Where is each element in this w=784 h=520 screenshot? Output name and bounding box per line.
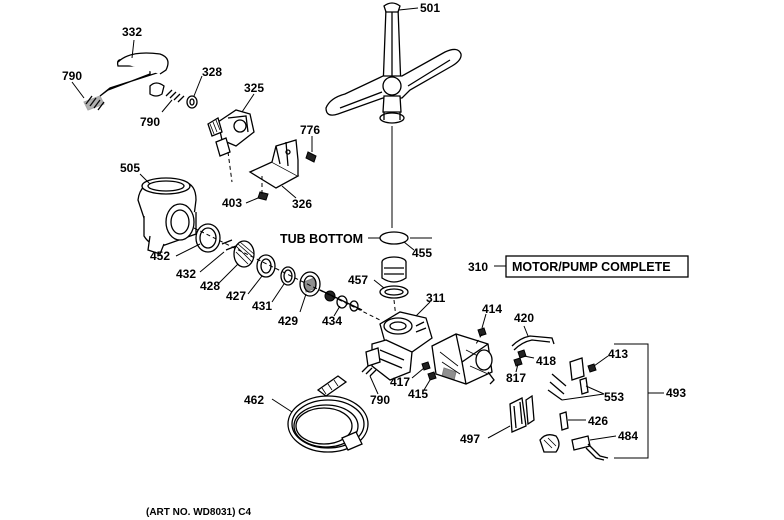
fasteners-417-415	[411, 361, 437, 391]
callout-418: 418	[536, 354, 556, 368]
callout-790b: 790	[140, 115, 160, 129]
callout-403: 403	[222, 196, 242, 210]
motor-pump-complete-box	[494, 255, 689, 278]
callout-505: 505	[120, 161, 140, 175]
callout-420: 420	[514, 311, 534, 325]
callout-462: 462	[244, 393, 264, 407]
callout-325: 325	[244, 81, 264, 95]
wire-harness-484	[571, 435, 617, 461]
fasteners-418-817	[513, 349, 535, 373]
ring-452	[175, 223, 221, 257]
art-number-caption: (ART NO. WD8031) C4	[146, 507, 251, 518]
spring-790a	[71, 81, 105, 111]
spray-arm-501	[325, 2, 462, 228]
screw-414	[475, 313, 487, 345]
valve-325	[207, 93, 255, 157]
bracket-497	[487, 394, 560, 453]
callout-455: 455	[412, 246, 432, 260]
tub-bottom-label: TUB BOTTOM	[280, 232, 363, 246]
motor	[431, 333, 495, 385]
callout-427: 427	[226, 289, 246, 303]
hose-420	[511, 325, 555, 351]
callout-432: 432	[176, 267, 196, 281]
callout-790c: 790	[370, 393, 390, 407]
callout-484: 484	[618, 429, 638, 443]
housing-505	[137, 173, 197, 255]
screw-776	[305, 136, 317, 163]
callout-415: 415	[408, 387, 428, 401]
callout-431: 431	[252, 299, 272, 313]
strainer-457	[373, 256, 409, 299]
callout-429: 429	[278, 314, 298, 328]
ring-431	[271, 266, 296, 303]
callout-426: 426	[588, 414, 608, 428]
spring-790b	[161, 89, 185, 113]
clip-432	[199, 239, 237, 273]
guide-line-1	[227, 151, 233, 183]
spacer-426	[559, 411, 586, 431]
drain-hose-462	[271, 375, 369, 453]
oring-328	[186, 75, 203, 109]
parts-434	[319, 289, 363, 317]
spring-790c	[361, 365, 379, 395]
callout-311: 311	[426, 291, 446, 305]
callout-497: 497	[460, 432, 480, 446]
callout-457: 457	[348, 273, 368, 287]
callout-553: 553	[604, 390, 624, 404]
group-493	[614, 343, 664, 459]
screw-413	[587, 355, 609, 373]
callout-776: 776	[300, 123, 320, 137]
callout-328: 328	[202, 65, 222, 79]
screw-403	[245, 176, 269, 204]
bracket-326	[248, 139, 300, 199]
callout-817: 817	[506, 371, 526, 385]
callout-428: 428	[200, 279, 220, 293]
callout-501: 501	[420, 1, 440, 15]
callout-414: 414	[482, 302, 502, 316]
pump-311	[365, 301, 433, 381]
callout-310: 310	[468, 260, 488, 274]
pipe-332	[99, 39, 169, 97]
impeller-428	[217, 240, 255, 285]
tub-bottom-assembly	[368, 231, 432, 251]
callout-417: 417	[390, 375, 410, 389]
callout-413: 413	[608, 347, 628, 361]
callout-790a: 790	[62, 69, 82, 83]
callout-452: 452	[150, 249, 170, 263]
switch-parts-553	[547, 357, 605, 401]
motor-pump-complete-label: MOTOR/PUMP COMPLETE	[512, 260, 671, 274]
cover-429	[299, 271, 321, 313]
callout-326: 326	[292, 197, 312, 211]
callout-332: 332	[122, 25, 142, 39]
callout-434: 434	[322, 314, 342, 328]
callout-493: 493	[666, 386, 686, 400]
